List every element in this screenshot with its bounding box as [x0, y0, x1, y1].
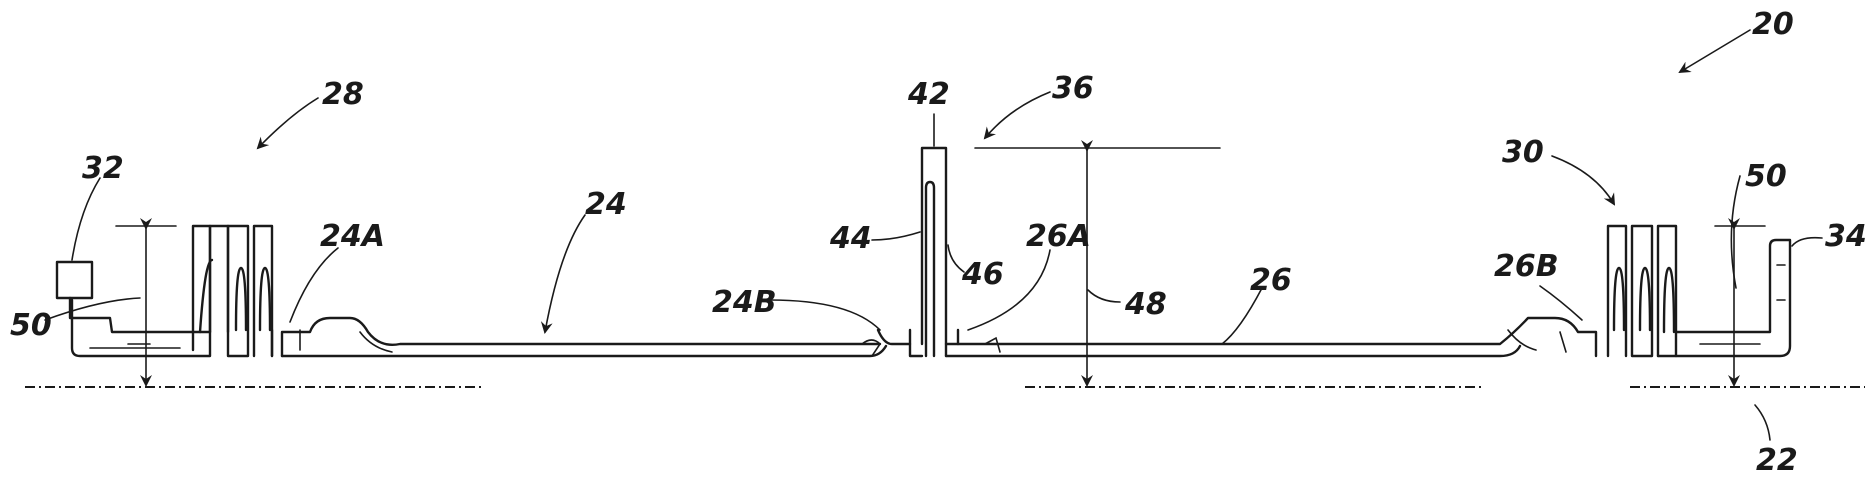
label-26: 26 — [1250, 263, 1292, 298]
label-24: 24 — [585, 187, 627, 222]
label-44: 44 — [829, 221, 872, 256]
right-end-structure — [1608, 226, 1790, 385]
label-22: 22 — [1756, 443, 1798, 478]
reference-labels: 20 28 42 36 30 32 50 24A 24 44 26A 34 46… — [10, 7, 1867, 478]
label-46: 46 — [961, 257, 1004, 292]
label-26B: 26B — [1494, 249, 1559, 284]
label-24B: 24B — [712, 285, 777, 320]
label-24A: 24A — [320, 219, 385, 254]
label-26A: 26A — [1026, 219, 1091, 254]
label-42: 42 — [907, 77, 950, 112]
label-32: 32 — [82, 151, 124, 186]
label-48: 48 — [1124, 287, 1167, 322]
label-36: 36 — [1052, 71, 1094, 106]
label-28: 28 — [322, 77, 364, 112]
label-50-left: 50 — [10, 308, 52, 343]
label-30: 30 — [1502, 135, 1544, 170]
left-channel-24 — [282, 318, 910, 356]
center-post-42 — [910, 148, 958, 356]
label-20: 20 — [1752, 7, 1794, 42]
label-50-right: 50 — [1745, 159, 1787, 194]
right-channel-26 — [946, 318, 1596, 356]
label-34: 34 — [1825, 219, 1867, 254]
height-dimension-48 — [975, 148, 1220, 385]
